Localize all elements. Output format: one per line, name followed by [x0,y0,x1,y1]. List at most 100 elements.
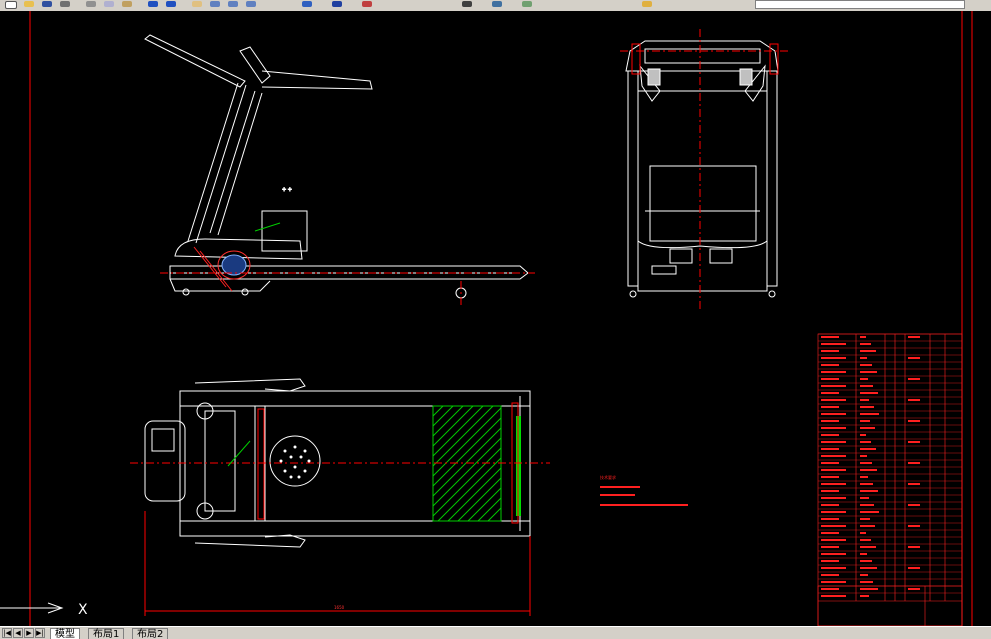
drawing-svg: + + [0,11,973,627]
properties-icon[interactable] [300,0,314,10]
bom-cell-mark [860,406,874,408]
bom-cell-mark [860,343,871,345]
text-style-icon[interactable] [460,0,474,10]
zoom-previous-icon[interactable] [244,0,258,10]
bom-cell-mark [821,553,846,555]
top-view-hatch [432,405,502,522]
zoom-window-icon[interactable] [226,0,240,10]
bom-cell-mark [860,581,873,583]
copy-icon[interactable] [102,0,116,10]
bom-cell-mark [860,378,868,380]
bom-cell-mark [821,336,839,338]
tab-model[interactable]: 模型 [50,628,80,639]
nav-first-button[interactable]: |◀ [2,628,12,638]
bom-cell-mark [821,392,839,394]
layer-combo[interactable] [755,0,965,9]
bom-cell-mark [821,588,839,590]
bom-cell-mark [860,595,869,597]
bom-cell-mark [860,420,870,422]
bom-cell-mark [821,371,846,373]
tab-layout2[interactable]: 布局2 [132,628,169,639]
bom-cell-mark [860,588,878,590]
dimension-style-icon[interactable] [490,0,504,10]
layer-icon[interactable] [640,0,654,10]
tab-layout1[interactable]: 布局1 [88,628,125,639]
bom-cell-mark [860,469,877,471]
bom-cell-mark [860,525,875,527]
bom-cell-mark [821,581,846,583]
layout-tab-bar: |◀ ◀ ▶ ▶| 模型 布局1 布局2 [0,626,991,639]
save-icon[interactable] [40,0,54,10]
overall-dimension [144,511,531,616]
bom-cell-mark [860,434,866,436]
bom-cell-mark [860,539,871,541]
bom-cell-mark [821,413,846,415]
bom-cell-mark [908,504,920,506]
bom-cell-mark [821,378,839,380]
bom-cell-mark [860,350,876,352]
print-icon[interactable] [58,0,72,10]
bom-cell-mark [908,483,920,485]
open-icon[interactable] [22,0,36,10]
drawing-canvas[interactable]: + + [0,11,991,627]
bom-cell-mark [821,560,839,562]
bom-cell-mark [821,427,846,429]
side-view-motor [193,246,251,292]
bom-cell-mark [821,518,839,520]
bom-cell-mark [821,455,846,457]
bom-cell-mark [821,546,839,548]
zoom-realtime-icon[interactable] [208,0,222,10]
design-center-icon[interactable] [330,0,344,10]
bom-cell-mark [821,567,846,569]
bom-cell-mark [821,532,839,534]
bom-cell-mark [821,497,846,499]
new-icon[interactable] [4,0,18,10]
bom-cell-mark [908,546,920,548]
pan-icon[interactable] [190,0,204,10]
bom-cell-mark [821,469,846,471]
bom-cell-mark [860,497,869,499]
front-view-red-outline [631,43,779,75]
side-view-centerlines [160,272,535,306]
bom-cell-mark [821,441,846,443]
bom-cell-mark [860,476,868,478]
nav-prev-button[interactable]: ◀ [13,628,23,638]
top-view-fan-dots [279,445,311,479]
bom-cell-mark [860,441,871,443]
bom-cell-mark [908,357,920,359]
bom-cell-mark [908,588,920,590]
tech-notes-title: 技术要求 [600,474,616,480]
bom-cell-mark [821,476,839,478]
cut-icon[interactable] [84,0,98,10]
bom-cell-mark [860,574,868,576]
side-view-marker: + + [282,187,292,193]
front-view-centerlines [620,29,790,311]
bom-cell-mark [860,448,876,450]
ucs-icon [0,602,64,614]
undo-icon[interactable] [146,0,160,10]
bom-cell-mark [821,385,846,387]
bom-cell-mark [908,399,920,401]
tool-palette-icon[interactable] [360,0,374,10]
bom-cell-mark [821,574,839,576]
bom-cell-mark [860,371,877,373]
bom-cell-mark [860,392,878,394]
nav-next-button[interactable]: ▶ [24,628,34,638]
bom-cell-mark [821,462,839,464]
bom-cell-mark [860,532,866,534]
bom-fill [821,336,920,597]
technical-notes: 技术要求 [600,474,688,506]
bom-cell-mark [860,511,879,513]
top-view-green-wire [227,440,251,467]
redo-icon[interactable] [164,0,178,10]
ucs-x-label: X [78,602,88,618]
bom-cell-mark [908,441,920,443]
bom-cell-mark [860,504,874,506]
bom-cell-mark [821,434,839,436]
nav-last-button[interactable]: ▶| [35,628,45,638]
table-style-icon[interactable] [520,0,534,10]
paste-icon[interactable] [120,0,134,10]
bom-cell-mark [860,560,872,562]
bom-cell-mark [821,350,839,352]
bom-cell-mark [821,357,846,359]
